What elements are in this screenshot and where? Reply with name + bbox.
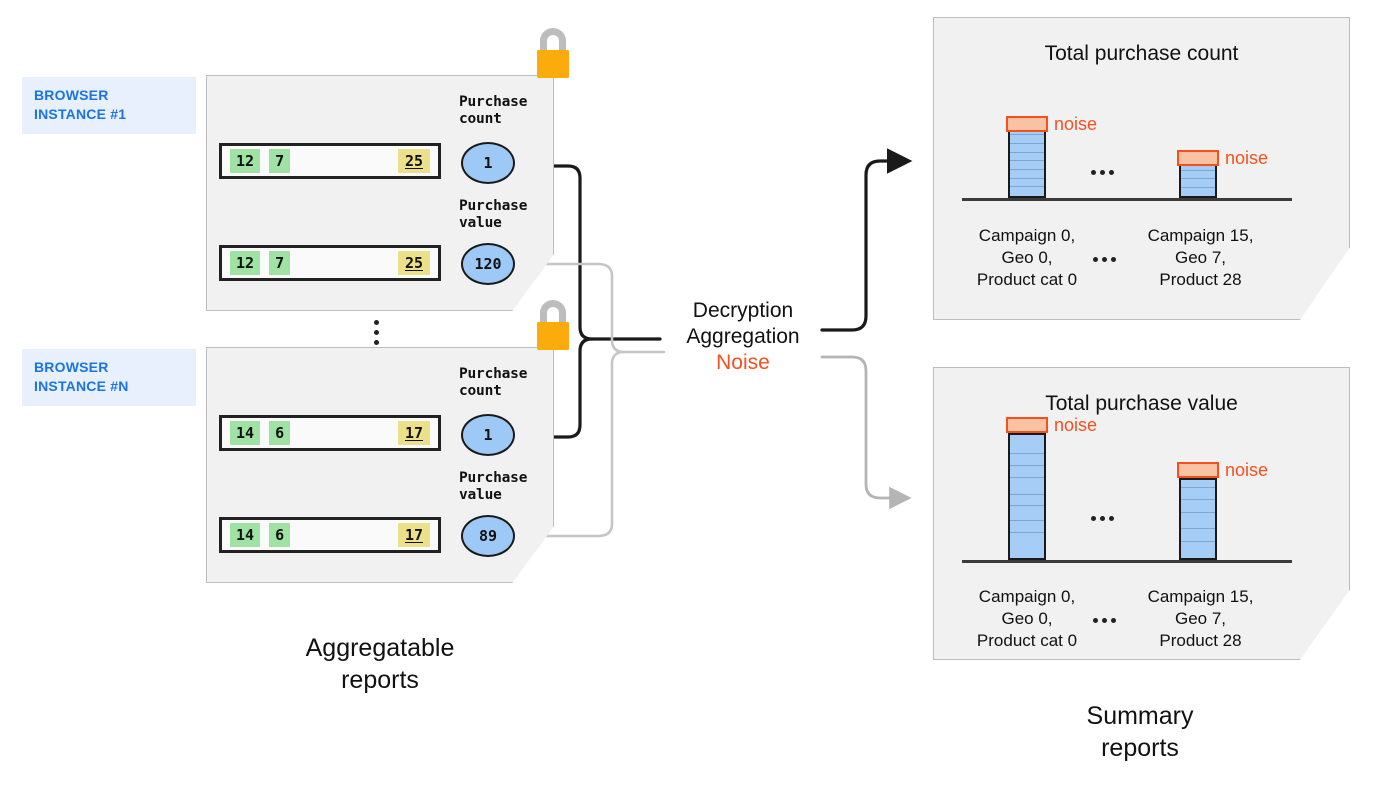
noise-label-count-0: noise	[1054, 114, 1098, 134]
metric-label-purchase-value: Purchase value	[459, 198, 528, 231]
report-row: 12 7 25	[219, 143, 441, 179]
bar-caption-count-1: Campaign 15, Geo 7, Product 28	[1147, 226, 1254, 289]
metric-label-purchase-count: Purchase count	[459, 94, 528, 127]
bar-body	[1179, 478, 1217, 560]
bar-noise-value-0	[1006, 417, 1048, 433]
report-row: 14 6 17	[219, 517, 441, 553]
padlock-icon	[530, 26, 576, 87]
metric-label-purchase-value: Purchase value	[459, 470, 528, 503]
aggregatable-reports-caption: Aggregatable reports	[305, 634, 455, 694]
report-cell-campaign: 14	[230, 421, 261, 445]
bar-value-0	[1008, 433, 1046, 560]
summary-reports-caption: Summary reports	[1086, 702, 1194, 762]
bar-body	[1008, 433, 1046, 560]
bar-body	[1008, 128, 1046, 198]
horizontal-ellipsis-icon	[1091, 170, 1114, 175]
bar-noise-count-1	[1177, 150, 1219, 166]
report-cell-geo: 6	[269, 421, 291, 445]
summary-title-value: Total purchase value	[1045, 392, 1238, 415]
padlock-icon	[530, 298, 576, 359]
report-cell-value: 17	[397, 523, 430, 547]
bar-value-1	[1179, 478, 1217, 560]
vertical-ellipsis-icon	[374, 320, 379, 345]
bar-noise-value-1	[1177, 462, 1219, 478]
process-label: Decryption Aggregation Noise	[664, 298, 822, 376]
report-cell-geo: 6	[269, 523, 291, 547]
value-bubble-purchase-count: 1	[461, 414, 515, 456]
summary-report-panel-value	[933, 367, 1350, 660]
process-line-decryption: Decryption	[692, 299, 794, 322]
report-cell-geo: 7	[269, 149, 291, 173]
bar-caption-value-1: Campaign 15, Geo 7, Product 28	[1147, 587, 1254, 650]
value-bubble-purchase-value: 120	[461, 243, 515, 285]
value-bubble-purchase-count: 1	[461, 142, 515, 184]
horizontal-ellipsis-icon	[1091, 516, 1114, 521]
horizontal-ellipsis-icon	[1093, 257, 1116, 262]
bar-caption-value-0: Campaign 0, Geo 0, Product cat 0	[976, 587, 1078, 650]
process-line-aggregation: Aggregation	[686, 325, 800, 348]
report-cell-campaign: 14	[230, 523, 261, 547]
metric-label-purchase-count: Purchase count	[459, 366, 528, 399]
chart-axis-line	[962, 198, 1292, 201]
browser-instance-badge-n: BROWSER INSTANCE #N	[22, 349, 196, 406]
bar-noise-count-0	[1006, 116, 1048, 132]
report-cell-geo: 7	[269, 251, 291, 275]
chart-axis-line	[962, 560, 1292, 563]
summary-title-count: Total purchase count	[1044, 42, 1239, 65]
bar-caption-count-0: Campaign 0, Geo 0, Product cat 0	[976, 226, 1078, 289]
summary-report-panel-count	[933, 17, 1350, 320]
process-line-noise: Noise	[716, 351, 770, 374]
noise-label-value-1: noise	[1225, 460, 1269, 480]
report-cell-value: 25	[397, 251, 430, 275]
bar-count-0	[1008, 118, 1046, 198]
noise-label-count-1: noise	[1225, 148, 1269, 168]
browser-instance-badge-1: BROWSER INSTANCE #1	[22, 77, 196, 134]
horizontal-ellipsis-icon	[1093, 618, 1116, 623]
report-row: 14 6 17	[219, 415, 441, 451]
report-cell-campaign: 12	[230, 149, 261, 173]
report-row: 12 7 25	[219, 245, 441, 281]
value-bubble-purchase-value: 89	[461, 515, 515, 557]
report-cell-value: 25	[397, 149, 430, 173]
report-cell-value: 17	[397, 421, 430, 445]
report-cell-campaign: 12	[230, 251, 261, 275]
noise-label-value-0: noise	[1054, 415, 1098, 435]
